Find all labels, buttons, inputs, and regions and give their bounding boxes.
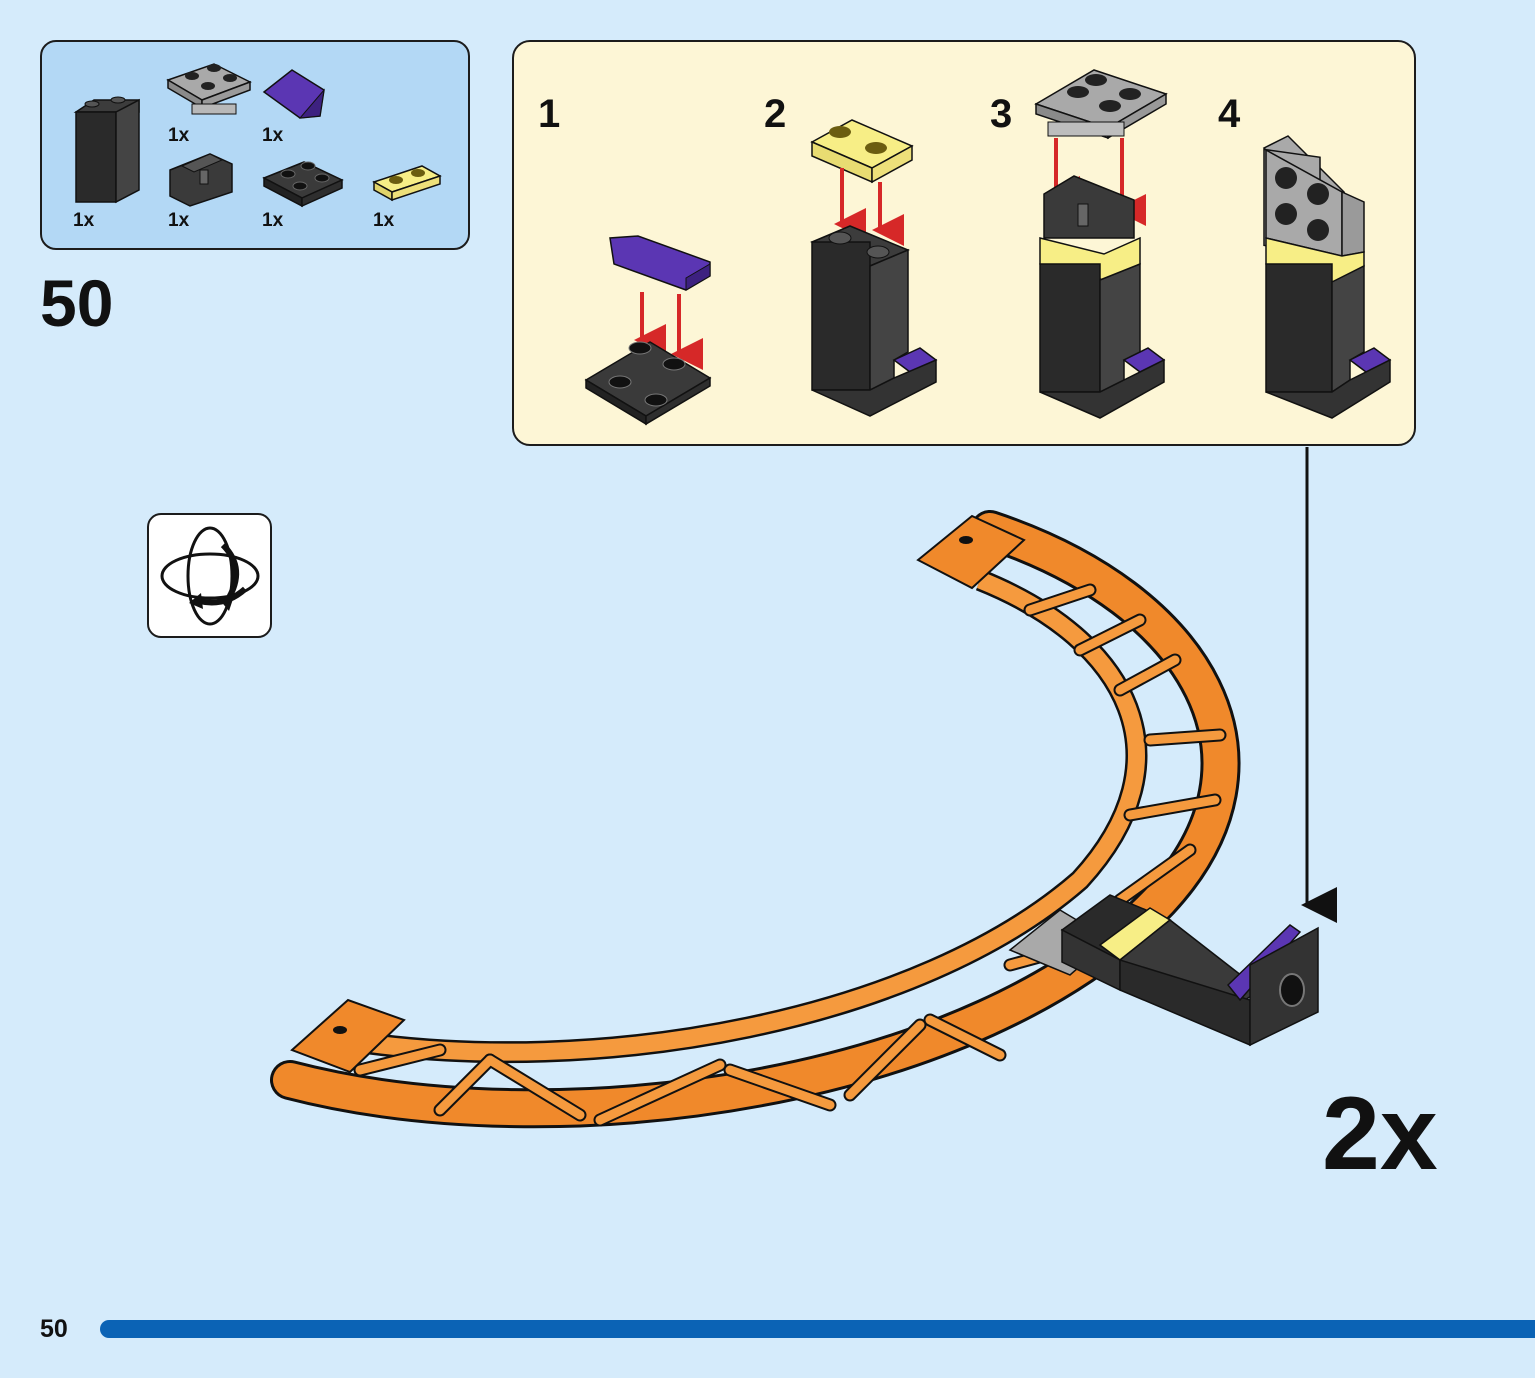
sub-assembly-illustrations: [584, 69, 1392, 426]
rotate-model-icon: [160, 526, 260, 626]
attached-sub-assembly: [1008, 894, 1319, 1047]
sub-step-1-number: 1: [538, 92, 561, 136]
trans-yellow-plate-part: [372, 165, 442, 202]
sub-step-2-number: 2: [764, 92, 787, 136]
parts-illustrations: [73, 63, 442, 208]
page-number: 50: [40, 1315, 68, 1343]
sub-assembly-box: 1 2 3 4: [512, 40, 1416, 446]
sub-step-4-number: 4: [1218, 92, 1241, 136]
qty-purple-slope: 1x: [262, 125, 284, 146]
page-progress-bar: [100, 1320, 1535, 1338]
step-number: 50: [40, 266, 114, 340]
sub-step-1-illustration: [584, 235, 712, 426]
qty-trans-yellow-plate: 1x: [373, 210, 395, 231]
black-plate-part: [262, 161, 344, 208]
qty-black-plate: 1x: [262, 210, 284, 231]
sub-step-3-illustration: [1034, 69, 1168, 419]
purple-slope-part: [262, 69, 325, 119]
black-bracket-part: [169, 153, 233, 207]
qty-gray-bracket-plate: 1x: [168, 125, 190, 146]
orange-curved-track: [270, 510, 1241, 1129]
sub-step-2-illustration: [810, 119, 938, 417]
sub-step-3-number: 3: [990, 92, 1013, 136]
parts-callout: 1x 1x 1x 1x 1x 1x: [40, 40, 470, 250]
rotate-model-box: [147, 513, 272, 638]
qty-panel: 1x: [73, 210, 95, 231]
qty-black-bracket: 1x: [168, 210, 190, 231]
gray-bracket-plate-part: [166, 63, 252, 115]
panel-part: [73, 96, 140, 204]
build-multiplier: 2x: [1322, 1076, 1438, 1192]
sub-step-4-illustration: [1262, 135, 1392, 419]
